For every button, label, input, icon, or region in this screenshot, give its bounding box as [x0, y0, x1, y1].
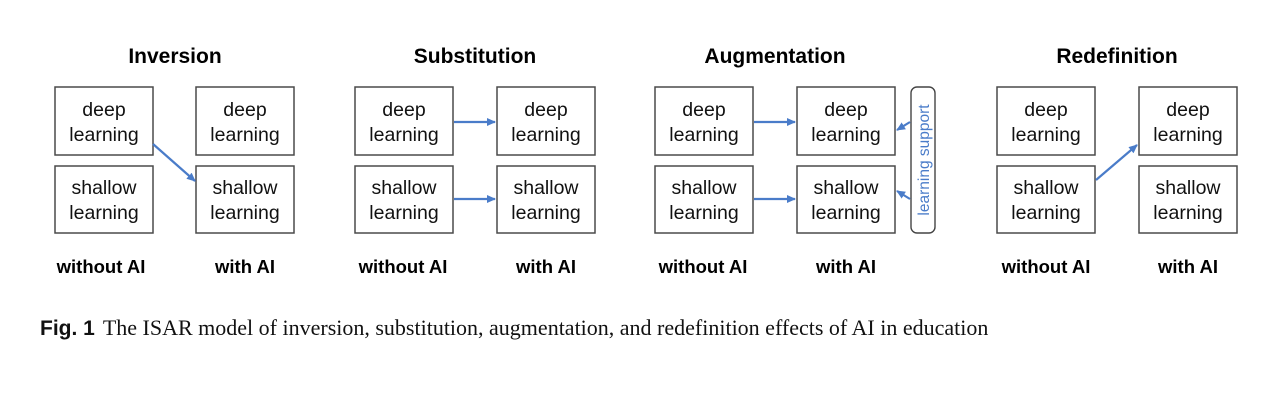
panel-redefinition: Redefinition deep learning shallow learn… [996, 45, 1238, 277]
panel-title: Substitution [414, 45, 536, 68]
box-line: shallow [71, 177, 137, 199]
box-line: learning [210, 124, 279, 146]
box-without-shallow: shallow learning [996, 165, 1096, 234]
box-without-shallow: shallow learning [654, 165, 754, 234]
box-with-shallow: shallow learning [796, 165, 896, 234]
box-with-shallow: shallow learning [195, 165, 295, 234]
box-line: shallow [813, 177, 879, 199]
caption-text: The ISAR model of inversion, substitutio… [102, 315, 989, 340]
box-without-deep: deep learning [996, 86, 1096, 156]
box-line: learning [811, 202, 880, 224]
box-line: shallow [371, 177, 437, 199]
box-line: learning [669, 124, 738, 146]
box-line: shallow [1155, 177, 1221, 199]
box-line: learning [511, 202, 580, 224]
with-ai-label: with AI [815, 256, 876, 277]
without-ai-label: without AI [358, 256, 448, 277]
box-line: shallow [513, 177, 579, 199]
box-line: learning [369, 202, 438, 224]
with-ai-label: with AI [1157, 256, 1218, 277]
box-line: deep [1024, 99, 1068, 121]
panel-augmentation: Augmentation deep learning shallow learn… [654, 45, 936, 277]
box-line: shallow [671, 177, 737, 199]
box-line: learning [1153, 202, 1222, 224]
figure-label: Fig. 1 [40, 317, 95, 340]
box-with-deep: deep learning [496, 86, 596, 156]
box-line: learning [669, 202, 738, 224]
box-line: learning [811, 124, 880, 146]
box-with-shallow: shallow learning [1138, 165, 1238, 234]
box-line: deep [223, 99, 267, 121]
box-line: learning [69, 202, 138, 224]
box-with-shallow: shallow learning [496, 165, 596, 234]
box-with-deep: deep learning [796, 86, 896, 156]
box-line: deep [82, 99, 126, 121]
without-ai-label: without AI [1001, 256, 1091, 277]
box-line: deep [1166, 99, 1210, 121]
isar-diagram: Inversion deep learning shallow learning… [54, 45, 1238, 277]
arrow-shallow-to-deep [1095, 144, 1138, 181]
arrow-deep-to-shallow [152, 143, 196, 182]
with-ai-label: with AI [214, 256, 275, 277]
arrow-support-to-deep [896, 121, 911, 131]
box-line: learning [210, 202, 279, 224]
box-line: shallow [1013, 177, 1079, 199]
with-ai-label: with AI [515, 256, 576, 277]
learning-support-label: learning support [916, 104, 933, 216]
box-without-deep: deep learning [354, 86, 454, 156]
box-line: deep [382, 99, 426, 121]
panel-title: Inversion [128, 45, 221, 68]
box-line: deep [682, 99, 726, 121]
box-without-deep: deep learning [654, 86, 754, 156]
panel-title: Augmentation [704, 45, 845, 68]
box-line: learning [1153, 124, 1222, 146]
box-without-deep: deep learning [54, 86, 154, 156]
box-line: learning [1011, 124, 1080, 146]
learning-support-box: learning support [910, 86, 936, 234]
box-with-deep: deep learning [195, 86, 295, 156]
box-line: deep [524, 99, 568, 121]
panel-substitution: Substitution deep learning shallow learn… [354, 45, 596, 277]
box-with-deep: deep learning [1138, 86, 1238, 156]
box-line: shallow [212, 177, 278, 199]
panel-inversion: Inversion deep learning shallow learning… [54, 45, 295, 277]
without-ai-label: without AI [56, 256, 146, 277]
box-line: learning [69, 124, 138, 146]
box-line: learning [1011, 202, 1080, 224]
panel-title: Redefinition [1056, 45, 1177, 68]
arrow-support-to-shallow [896, 190, 911, 200]
box-line: learning [511, 124, 580, 146]
figure-caption: Fig. 1 The ISAR model of inversion, subst… [40, 312, 1230, 344]
box-without-shallow: shallow learning [354, 165, 454, 234]
box-without-shallow: shallow learning [54, 165, 154, 234]
box-line: learning [369, 124, 438, 146]
box-line: deep [824, 99, 868, 121]
without-ai-label: without AI [658, 256, 748, 277]
